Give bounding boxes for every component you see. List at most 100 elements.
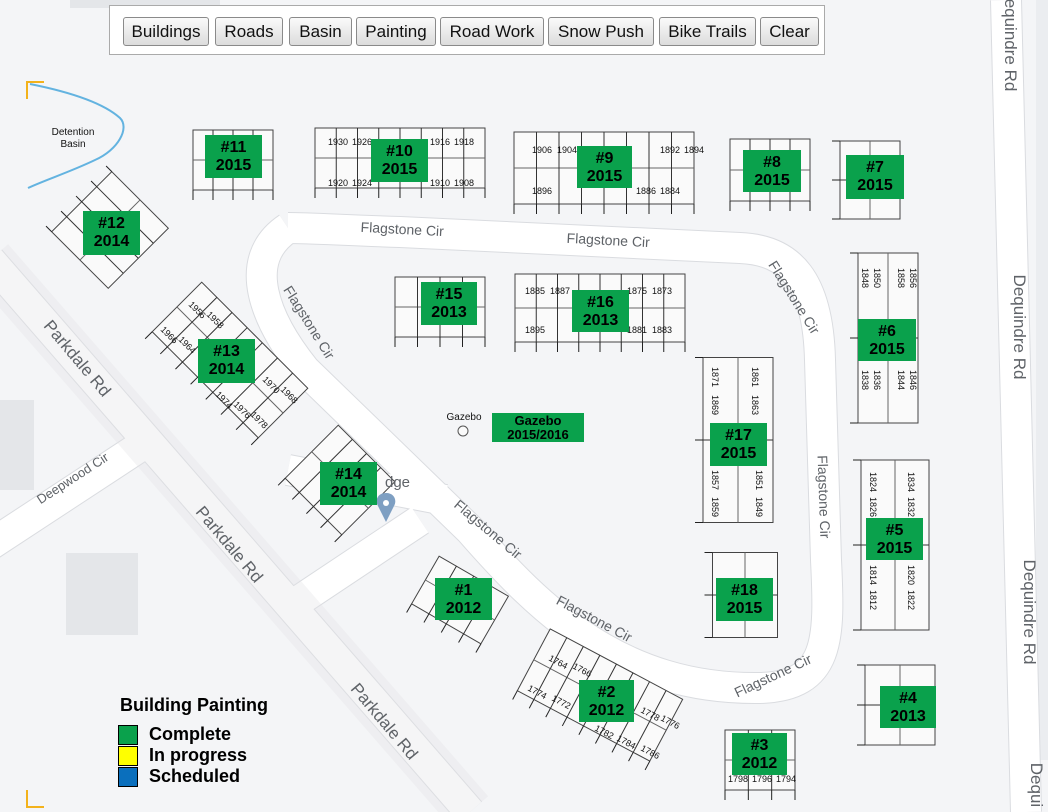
legend-title: Building Painting (120, 695, 268, 715)
unit-number: 1826 (868, 497, 878, 517)
building-number: #1 (454, 582, 473, 599)
building-number: #18 (731, 582, 758, 599)
street-label-flagstone-2: Flagstone Cir (566, 230, 650, 250)
gazebo-label-name: Gazebo (514, 413, 562, 428)
building-number: #16 (587, 294, 614, 311)
unit-number: 1920 (328, 178, 348, 188)
street-label-dequindre-bottom: Dequi (1027, 763, 1046, 807)
building-number: #9 (595, 150, 614, 167)
legend-label-scheduled: Scheduled (149, 766, 241, 786)
basin-button[interactable]: Basin (289, 17, 352, 46)
gazebo-marker-icon (457, 425, 469, 437)
unit-number: 1930 (328, 137, 348, 147)
buildings-button[interactable]: Buildings (123, 17, 209, 46)
unit-number: 1869 (710, 395, 720, 415)
unit-number: 1836 (872, 370, 882, 390)
unit-number: 1883 (652, 325, 672, 335)
unit-number: 1892 (660, 145, 680, 155)
clear-button[interactable]: Clear (760, 17, 819, 46)
unit-number: 1798 (728, 774, 748, 784)
unit-number: 1857 (710, 470, 720, 490)
unit-number: 1894 (684, 145, 704, 155)
building-year: 2013 (582, 312, 619, 329)
painting-legend: Building Painting Complete In progress S… (118, 695, 318, 795)
building-year: 2015 (381, 161, 418, 178)
street-label-dequindre-1: Dequindre Rd (1010, 275, 1029, 380)
unit-number: 1895 (525, 325, 545, 335)
building-number: #12 (98, 215, 125, 232)
legend-swatch-in-progress (118, 746, 138, 766)
unit-number: 1846 (908, 370, 918, 390)
building-year: 2013 (890, 708, 926, 725)
unit-number: 1838 (860, 370, 870, 390)
building-year: 2015 (726, 600, 763, 617)
building-year: 2015 (754, 172, 790, 189)
unit-number: 1918 (454, 137, 474, 147)
unit-number: 1910 (430, 178, 450, 188)
unit-number: 1851 (754, 470, 764, 490)
building-number: #2 (597, 684, 616, 701)
unit-number: 1861 (750, 367, 760, 387)
building-number: #15 (435, 286, 463, 303)
roads-button[interactable]: Roads (215, 17, 283, 46)
layer-toolbar: Buildings Roads Basin Painting Road Work… (109, 5, 825, 55)
painting-button[interactable]: Painting (356, 17, 436, 46)
street-label-dequindre-top: equindre Rd (1001, 0, 1020, 91)
road-work-button[interactable]: Road Work (440, 17, 544, 46)
building-number: #6 (878, 323, 896, 340)
unit-number: 1848 (860, 268, 870, 288)
building-year: 2012 (445, 600, 482, 617)
unit-number: 1856 (908, 268, 918, 288)
snow-push-button[interactable]: Snow Push (548, 17, 654, 46)
unit-number: 1896 (532, 186, 552, 196)
bike-trails-button[interactable]: Bike Trails (659, 17, 756, 46)
building-year: 2015 (857, 177, 893, 194)
unit-number: 1834 (906, 472, 916, 492)
legend-label-in-progress: In progress (149, 745, 248, 765)
legend-swatch-scheduled (118, 767, 138, 787)
building-number: #10 (386, 143, 413, 160)
building-number: #13 (213, 343, 240, 360)
street-label-dequindre-2: Dequindre Rd (1020, 560, 1039, 665)
building-year: 2015 (215, 157, 252, 174)
building-year: 2012 (588, 702, 625, 719)
unit-number: 1812 (868, 590, 878, 610)
building-year: 2015 (869, 341, 905, 358)
unit-number: 1859 (710, 497, 720, 517)
building-year: 2012 (741, 755, 778, 772)
unit-number: 1926 (352, 137, 372, 147)
building-number: #5 (885, 522, 904, 539)
basin-label-line1: Detention (52, 127, 95, 138)
gazebo-label-year: 2015/2016 (507, 427, 569, 442)
unit-number: 1885 (525, 286, 545, 296)
building-number: #11 (220, 139, 247, 156)
unit-number: 1824 (868, 472, 878, 492)
unit-number: 1881 (627, 325, 647, 335)
building-year: 2014 (330, 484, 367, 501)
building-number: #14 (335, 466, 362, 483)
unit-number: 1863 (750, 395, 760, 415)
unit-number: 1906 (532, 145, 552, 155)
building-year: 2014 (93, 233, 130, 250)
building-year: 2013 (431, 304, 467, 321)
